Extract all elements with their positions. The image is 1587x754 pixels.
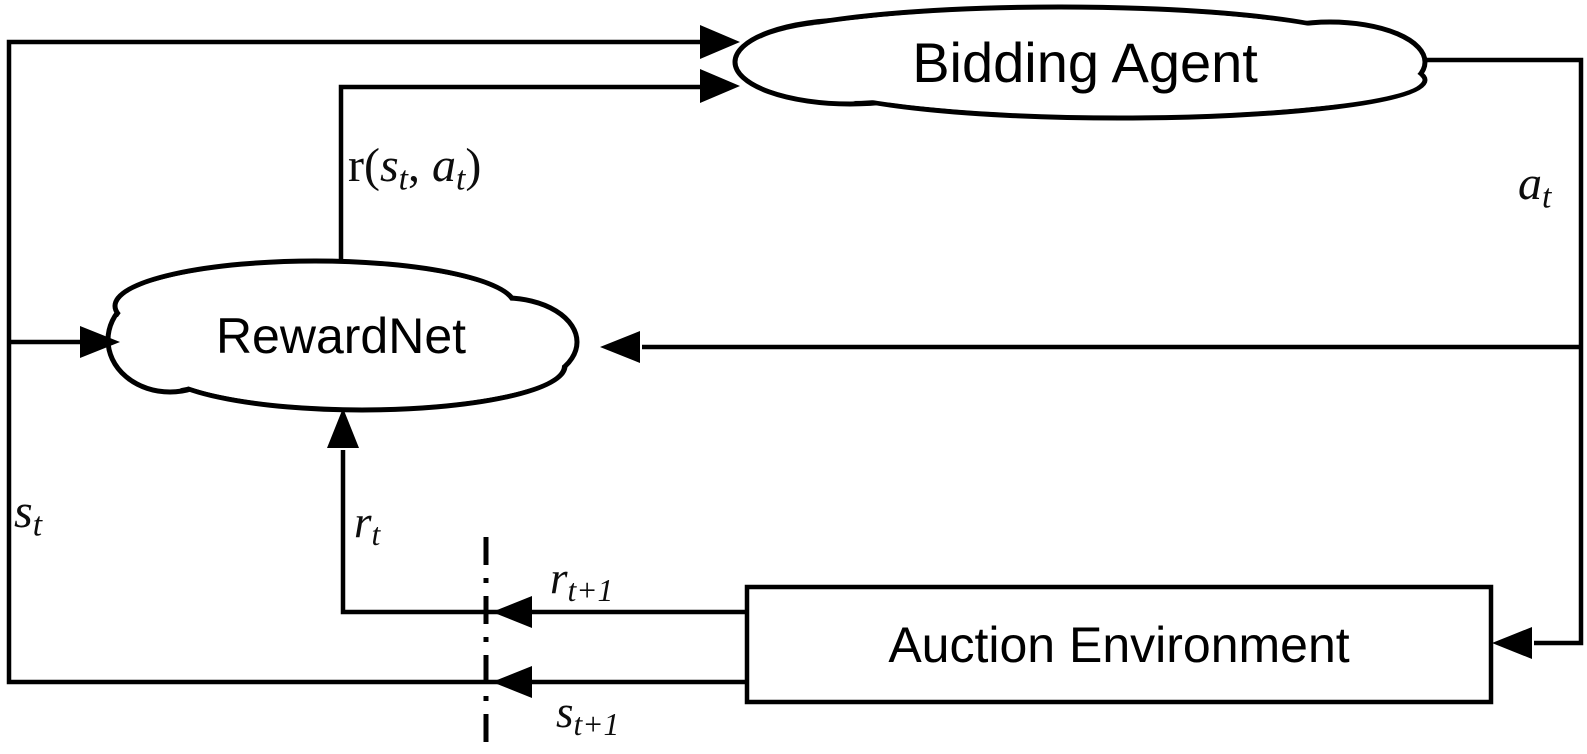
rewardnet-label: RewardNet	[215, 308, 467, 364]
arrowhead-state-into-bidding-agent	[700, 25, 740, 59]
action-label: at	[1518, 157, 1552, 216]
arrowhead-reward-next-at-delay	[492, 596, 532, 628]
rewardnet-cloud	[105, 258, 580, 413]
arrowhead-state-next-at-delay	[492, 666, 532, 698]
state-label: st	[14, 485, 43, 544]
state-next-label: st+1	[556, 687, 620, 742]
rewardfn-line	[338, 84, 703, 300]
reward-next-label: rt+1	[550, 553, 614, 608]
bidding-agent-label: Bidding Agent	[912, 30, 1258, 94]
arrowhead-reward-into-rewardnet	[327, 408, 359, 448]
action-line	[1380, 57, 1584, 646]
reward-to-rewardnet-line	[340, 450, 747, 615]
state-feedback-line	[6, 39, 747, 685]
arrowhead-rewardfn-into-bidding-agent	[700, 69, 740, 103]
arrowhead-state-into-rewardnet	[80, 326, 120, 358]
reward-label: rt	[354, 497, 381, 552]
auction-environment-box	[744, 584, 1494, 705]
bidding-agent-cloud	[732, 4, 1428, 121]
auction-environment-label: Auction Environment	[888, 616, 1350, 673]
reward-function-label: r(st, at)	[348, 139, 482, 198]
arrowhead-action-into-rewardnet	[600, 331, 640, 363]
arrowhead-action-into-auction-env	[1492, 627, 1532, 659]
